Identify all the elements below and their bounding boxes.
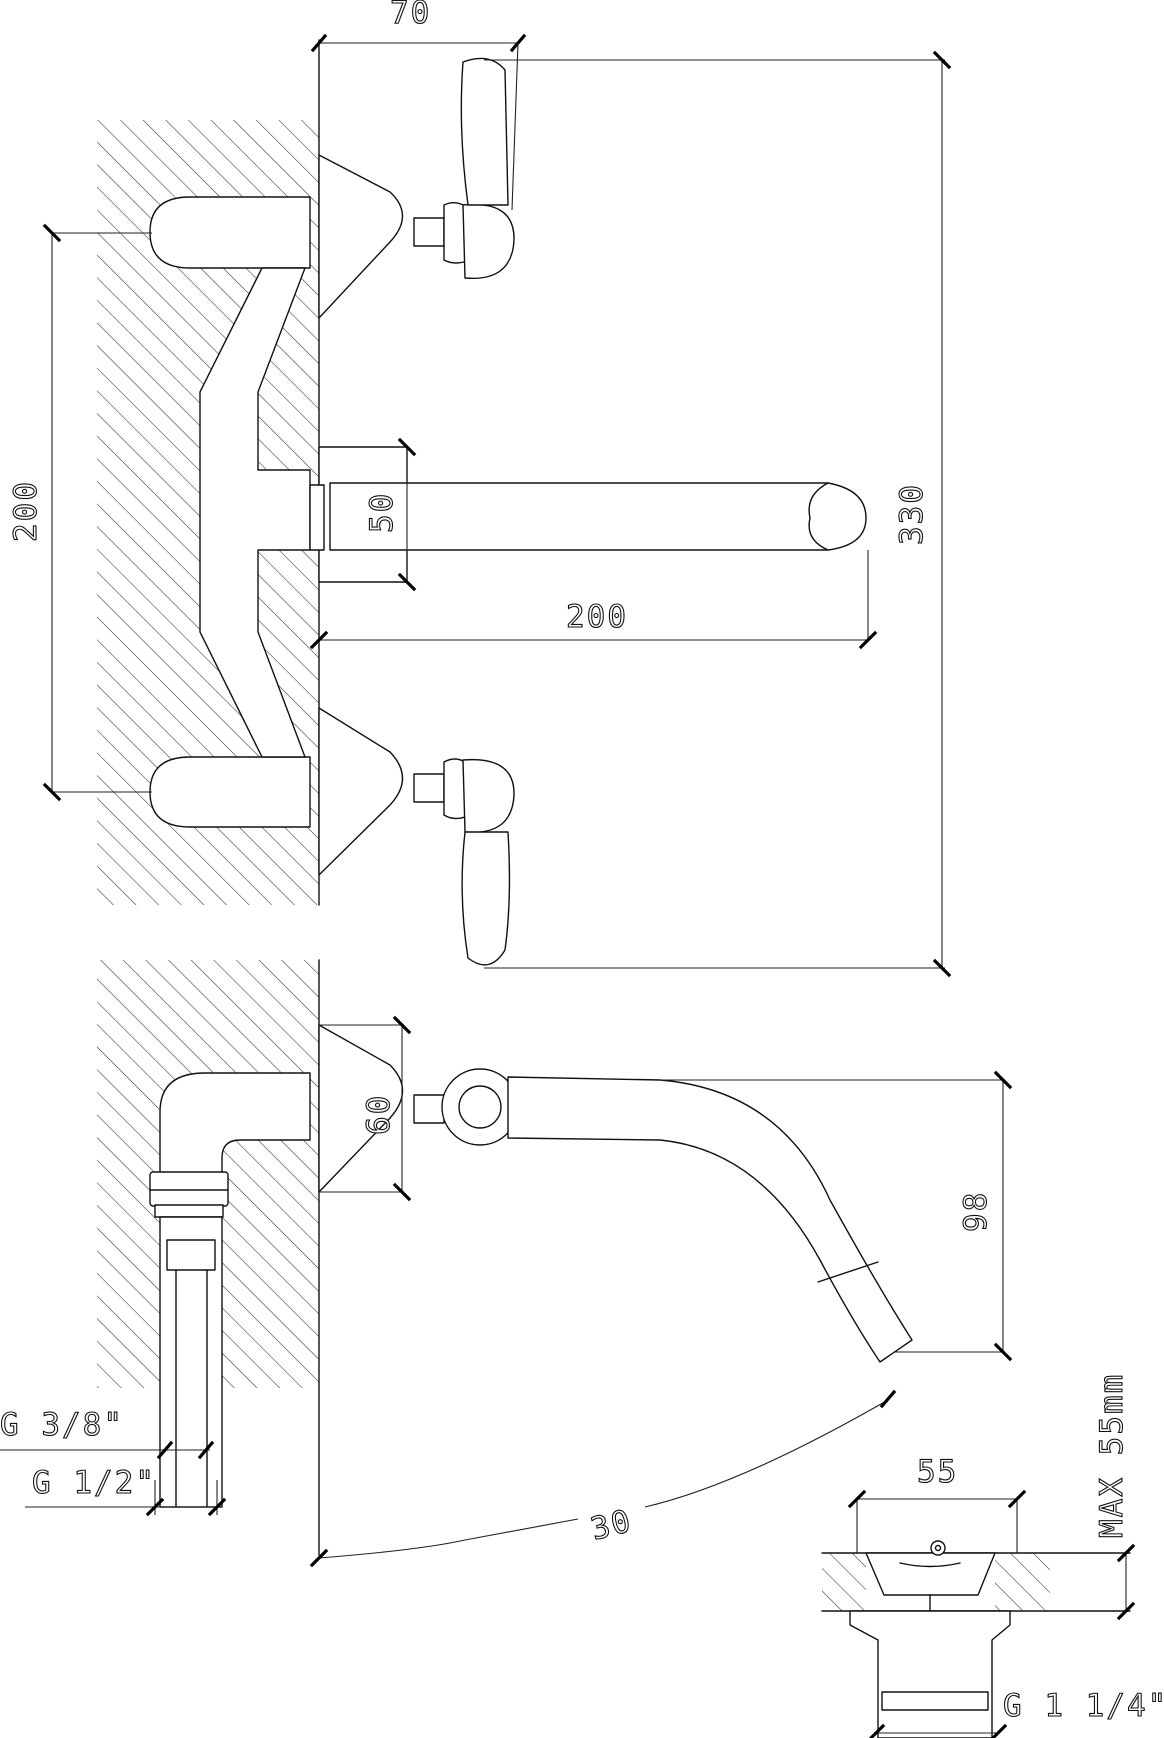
lower-handle-knob xyxy=(462,758,515,834)
dim-spout-thickness: 50 xyxy=(364,492,400,533)
dim-thread-large: G 1/2" xyxy=(32,1465,156,1501)
upper-lever-handle xyxy=(460,57,509,206)
dim-waste-width: 55 xyxy=(917,1454,958,1490)
side-handle-hub xyxy=(441,1068,519,1146)
side-curved-spout xyxy=(507,1076,913,1363)
waste-flange xyxy=(865,1552,996,1596)
upper-handle-knob xyxy=(462,203,515,280)
upper-valve-cap xyxy=(318,154,404,319)
spout-arm xyxy=(329,482,867,551)
lower-lever-handle xyxy=(461,831,511,966)
bottom-inlet-elbow xyxy=(149,756,311,828)
front-view: 70 200 50 200 330 xyxy=(7,0,952,978)
hex-nut xyxy=(149,1171,229,1207)
dim-spout-angle: 30 xyxy=(587,1503,636,1548)
waste-body xyxy=(849,1610,1011,1738)
top-inlet-elbow xyxy=(149,196,311,269)
dim-top-width: 70 xyxy=(390,0,431,31)
dim-max-thickness: MAX 55mm xyxy=(1094,1373,1130,1538)
dim-left-height: 200 xyxy=(8,480,44,542)
dim-spout-drop: 98 xyxy=(958,1191,994,1232)
dim-waste-thread: G 1 1/4" xyxy=(1003,1688,1164,1724)
side-view: 60 98 30 G 3/8" G 1/2" xyxy=(0,959,1013,1568)
waste-detail: 55 MAX 55mm G 1 1/4" xyxy=(821,1372,1164,1738)
dim-thread-small: G 3/8" xyxy=(0,1407,124,1443)
valve-body xyxy=(199,267,311,758)
dim-base-height: 60 xyxy=(361,1094,397,1135)
dim-total-height: 330 xyxy=(894,483,930,545)
side-inlet-elbow xyxy=(159,1072,311,1176)
lower-valve-cap xyxy=(318,707,404,876)
dim-spout-reach: 200 xyxy=(566,599,628,635)
